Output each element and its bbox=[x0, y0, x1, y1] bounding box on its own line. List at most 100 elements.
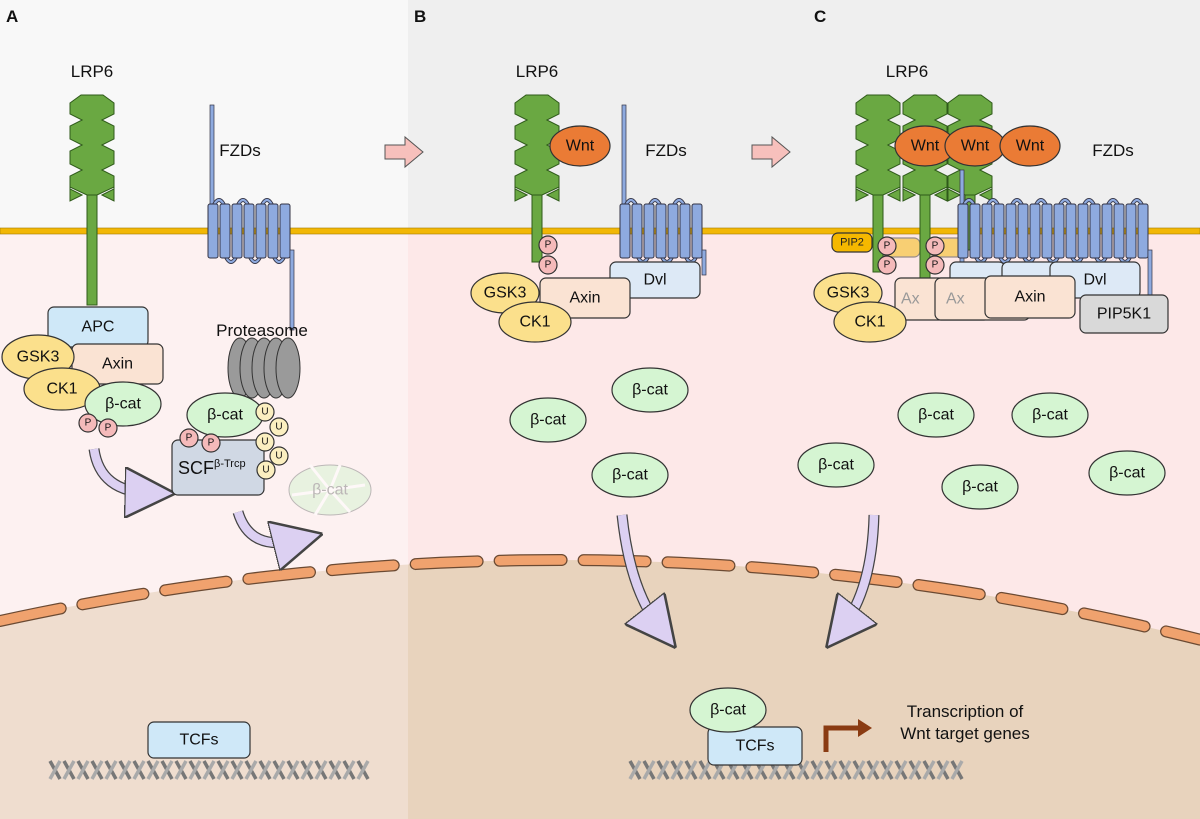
beta-catenin-destruction-complex: β-cat bbox=[84, 381, 162, 427]
dna-strand bbox=[160, 760, 174, 780]
wnt-b-shape bbox=[549, 125, 611, 167]
beta-catenin: β-cat bbox=[1011, 392, 1089, 438]
gsk3-a-label: GSK3 bbox=[17, 349, 60, 366]
fragment-crack bbox=[313, 489, 332, 516]
wnt-b-label: Wnt bbox=[566, 138, 595, 155]
fzds-label-c: FZDs bbox=[1092, 141, 1134, 160]
lrp6-label-a: LRP6 bbox=[71, 62, 114, 81]
beta-catenin-label: β-cat bbox=[818, 457, 854, 474]
tcfs-a: TCFs bbox=[147, 721, 251, 759]
apc-label: APC bbox=[82, 319, 115, 336]
ubiquitin-shape bbox=[269, 446, 289, 466]
fzd-helix bbox=[1125, 203, 1137, 259]
dna-strand bbox=[356, 760, 370, 780]
dna-strand bbox=[342, 760, 356, 780]
ubiquitin-shape bbox=[269, 417, 289, 437]
dna-strand bbox=[272, 760, 286, 780]
panel-label-b: B bbox=[414, 7, 426, 26]
tcfs-b-shape bbox=[707, 726, 803, 766]
dna-strand bbox=[300, 760, 314, 780]
ck1-b-label: CK1 bbox=[519, 314, 550, 331]
dna-strand bbox=[118, 760, 132, 780]
fzd-receptor bbox=[957, 169, 1153, 331]
phosphate-shape bbox=[877, 236, 897, 256]
ck1-c-shape bbox=[833, 301, 907, 343]
transcription-label-1: Transcription of bbox=[907, 702, 1024, 721]
nuclear-import-arrow-b bbox=[617, 514, 660, 628]
dna-strand bbox=[314, 760, 328, 780]
beta-catenin-label: β-cat bbox=[530, 412, 566, 429]
lrp6-receptor bbox=[69, 94, 115, 306]
dna-strand bbox=[642, 760, 656, 780]
beta-catenin-label: β-cat bbox=[1032, 407, 1068, 424]
phosphate-label: P bbox=[208, 438, 215, 449]
fzd-helix bbox=[1029, 203, 1041, 259]
fzd-helix bbox=[243, 203, 255, 259]
ck1-b: CK1 bbox=[498, 301, 572, 343]
dna-strand bbox=[90, 760, 104, 780]
axin-c-label: Axin bbox=[1014, 289, 1045, 306]
ck1-b-shape bbox=[498, 301, 572, 343]
phosphate-label: P bbox=[884, 260, 891, 271]
phosphate-shape bbox=[538, 235, 558, 255]
lrp6-label-b: LRP6 bbox=[516, 62, 559, 81]
fragment-crack bbox=[328, 488, 352, 514]
dna-strand bbox=[104, 760, 118, 780]
nucleus-tint-a bbox=[0, 560, 408, 819]
beta-catenin-shape bbox=[941, 464, 1019, 510]
phosphate: P bbox=[925, 255, 945, 275]
ubiquitin-shape bbox=[256, 460, 276, 480]
beta-catenin-shape bbox=[797, 442, 875, 488]
beta-catenin-nuclear-shape bbox=[689, 687, 767, 733]
degradation-arrow-2 bbox=[233, 510, 298, 543]
lrp6-receptor bbox=[855, 94, 901, 273]
ubiquitin-label: U bbox=[261, 407, 268, 418]
fzd-helix bbox=[969, 203, 981, 259]
fzd-helix bbox=[1053, 203, 1065, 259]
dna-strand bbox=[48, 760, 62, 780]
wnt-c1-label: Wnt bbox=[911, 138, 940, 155]
fzd-c-tail bbox=[701, 249, 707, 276]
ubiquitin: U bbox=[255, 432, 275, 452]
dna-strand bbox=[670, 760, 684, 780]
fzd-helix bbox=[619, 203, 631, 259]
scf-label-main: SCF bbox=[178, 458, 214, 478]
axin-c-faded-1-label: Ax bbox=[901, 291, 920, 308]
phosphate: P bbox=[78, 413, 98, 433]
nuclear-envelope bbox=[0, 555, 1200, 645]
beta-catenin-label: β-cat bbox=[612, 467, 648, 484]
fzd-helix bbox=[655, 203, 667, 259]
dna-strand bbox=[328, 760, 342, 780]
beta-catenin: β-cat bbox=[1088, 450, 1166, 496]
wnt-b: Wnt bbox=[549, 125, 611, 167]
ubiquitin-shape bbox=[255, 432, 275, 452]
lrp6-label-c: LRP6 bbox=[886, 62, 929, 81]
dna-strand bbox=[866, 760, 880, 780]
fzd-helix bbox=[981, 203, 993, 259]
fzd-helix bbox=[231, 203, 243, 259]
lrp6-ectodomain bbox=[69, 94, 115, 202]
dna-strand bbox=[202, 760, 216, 780]
dna-strand bbox=[936, 760, 950, 780]
phosphate-label: P bbox=[545, 240, 552, 251]
nucleus bbox=[0, 553, 1200, 819]
beta-catenin-shape bbox=[611, 367, 689, 413]
proteasome-disc bbox=[275, 337, 301, 399]
beta-catenin-destruction-complex-label: β-cat bbox=[105, 396, 141, 413]
phosphate-shape bbox=[877, 255, 897, 275]
beta-catenin: β-cat bbox=[941, 464, 1019, 510]
fzd-helix bbox=[1041, 203, 1053, 259]
fragment-crack bbox=[291, 488, 331, 497]
cell-membrane bbox=[0, 227, 1200, 235]
ubiquitin: U bbox=[255, 402, 275, 422]
pip2-shape bbox=[831, 232, 873, 253]
axin-b: Axin bbox=[539, 277, 631, 319]
transition-arrow-icon bbox=[384, 135, 424, 169]
panel-label-c: C bbox=[814, 7, 826, 26]
fzd-helix bbox=[679, 203, 691, 259]
scf-label-sup: β-Trcp bbox=[214, 458, 246, 470]
dna-strand bbox=[628, 760, 642, 780]
dvl-b-label: Dvl bbox=[643, 272, 666, 289]
